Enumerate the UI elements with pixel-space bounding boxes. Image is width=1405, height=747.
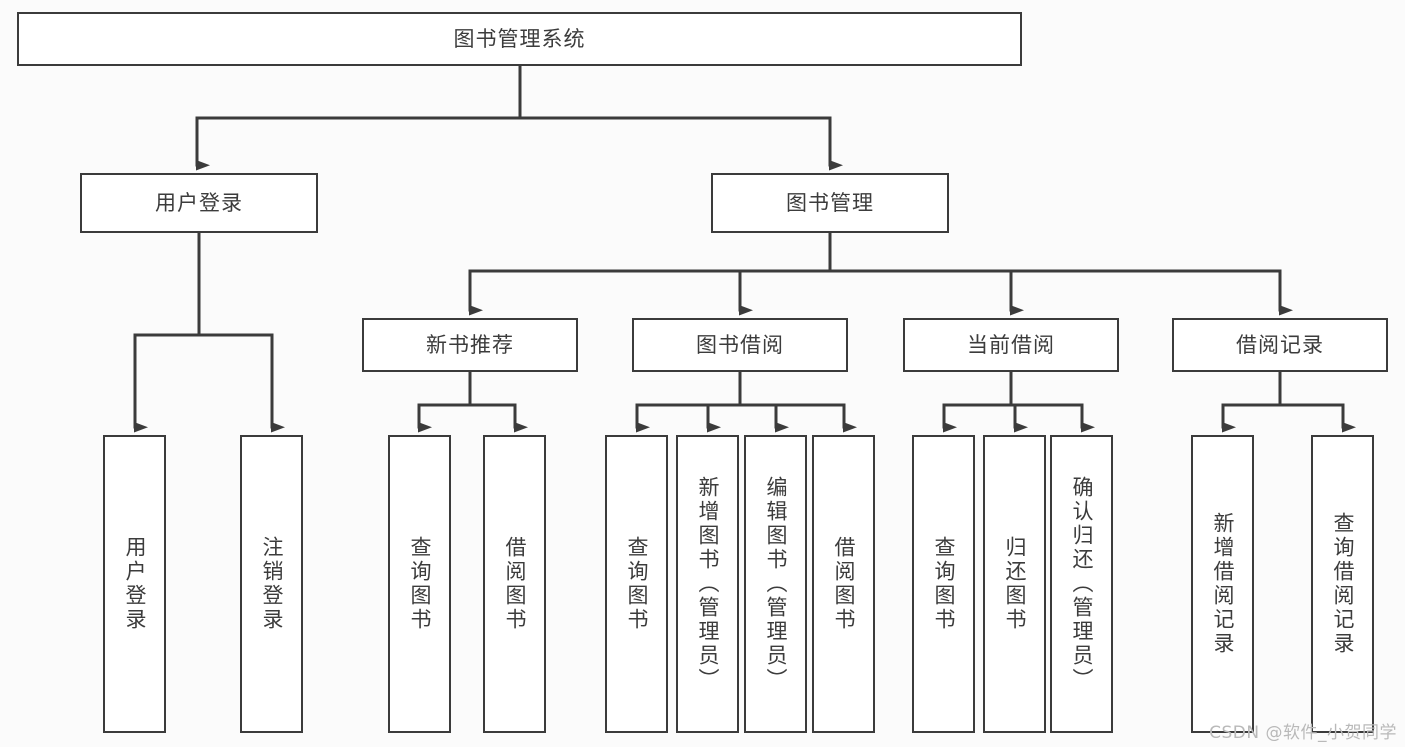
watermark-text: CSDN @软件_小贺同学	[1209, 723, 1397, 743]
node-leaf-add-borrow-record[interactable]: 新增借阅记录	[1191, 435, 1254, 733]
node-borrow-record-label: 借阅记录	[1236, 332, 1324, 357]
node-leaf-query-book-3[interactable]: 查询图书	[912, 435, 975, 733]
node-leaf-user-login-label: 用户登录	[123, 536, 147, 632]
node-borrow-record[interactable]: 借阅记录	[1172, 318, 1388, 372]
node-leaf-query-book-1[interactable]: 查询图书	[388, 435, 451, 733]
node-leaf-user-logout-label: 注销登录	[260, 536, 284, 632]
node-leaf-query-borrow-record-label: 查询借阅记录	[1331, 512, 1355, 656]
node-leaf-edit-book[interactable]: 编辑图书（管理员）	[744, 435, 807, 733]
node-leaf-add-borrow-record-label: 新增借阅记录	[1211, 512, 1235, 656]
node-user-login[interactable]: 用户登录	[80, 173, 318, 233]
node-root[interactable]: 图书管理系统	[17, 12, 1022, 66]
node-user-login-label: 用户登录	[155, 190, 243, 215]
node-leaf-query-book-2[interactable]: 查询图书	[605, 435, 668, 733]
node-leaf-borrow-book-1[interactable]: 借阅图书	[483, 435, 546, 733]
node-leaf-user-logout[interactable]: 注销登录	[240, 435, 303, 733]
node-leaf-borrow-book-2-label: 借阅图书	[832, 536, 856, 632]
node-leaf-return-book[interactable]: 归还图书	[983, 435, 1046, 733]
node-leaf-query-book-1-label: 查询图书	[408, 536, 432, 632]
node-leaf-borrow-book-2[interactable]: 借阅图书	[812, 435, 875, 733]
node-leaf-user-login[interactable]: 用户登录	[103, 435, 166, 733]
node-leaf-add-book[interactable]: 新增图书（管理员）	[676, 435, 739, 733]
node-leaf-borrow-book-1-label: 借阅图书	[503, 536, 527, 632]
node-current-borrow[interactable]: 当前借阅	[903, 318, 1119, 372]
node-leaf-return-book-label: 归还图书	[1003, 536, 1027, 632]
node-book-borrow[interactable]: 图书借阅	[632, 318, 848, 372]
node-book-manage-label: 图书管理	[786, 190, 874, 215]
node-leaf-query-book-2-label: 查询图书	[625, 536, 649, 632]
node-leaf-add-book-label: 新增图书（管理员）	[696, 476, 720, 692]
node-leaf-query-book-3-label: 查询图书	[932, 536, 956, 632]
node-book-borrow-label: 图书借阅	[696, 332, 784, 357]
node-new-book-recommend[interactable]: 新书推荐	[362, 318, 578, 372]
node-leaf-confirm-return[interactable]: 确认归还（管理员）	[1050, 435, 1113, 733]
node-leaf-confirm-return-label: 确认归还（管理员）	[1070, 476, 1094, 692]
node-root-label: 图书管理系统	[453, 26, 586, 51]
node-leaf-query-borrow-record[interactable]: 查询借阅记录	[1311, 435, 1374, 733]
node-new-book-recommend-label: 新书推荐	[426, 332, 514, 357]
node-book-manage[interactable]: 图书管理	[711, 173, 949, 233]
node-current-borrow-label: 当前借阅	[967, 332, 1055, 357]
node-leaf-edit-book-label: 编辑图书（管理员）	[764, 476, 788, 692]
